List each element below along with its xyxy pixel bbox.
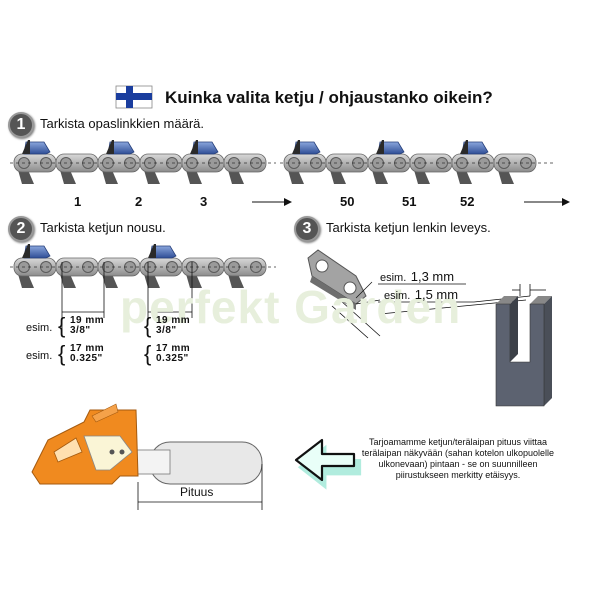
step-text-3: Tarkista ketjun lenkin leveys. <box>326 220 491 235</box>
arrow-right-icon <box>252 198 292 206</box>
pitch-mm-value: 17 mm <box>156 343 191 354</box>
brace-icon: { <box>144 341 152 366</box>
pitch-inch-value: 0.325" <box>70 353 103 364</box>
bar-length-note: Tarjoamamme ketjun/terälaipan pituus vii… <box>361 437 555 480</box>
arrow-left-icon <box>294 438 362 490</box>
pitch-mm-value: 17 mm <box>70 343 105 354</box>
pitch-value-group: 17 mm 0.325" <box>70 344 104 364</box>
link-count-label: 52 <box>460 194 475 209</box>
pitch-value-group: 19 mm 3/8" <box>156 316 190 336</box>
finland-flag-icon <box>115 85 153 109</box>
pitch-inch-value: 0.325" <box>156 353 189 364</box>
gauge-label-a: esim. 1,3 mm <box>380 268 454 286</box>
link-count-label: 3 <box>200 194 208 209</box>
step-number-3: 3 <box>294 216 320 242</box>
arrow-right-icon <box>524 198 570 206</box>
gauge-value: 1,3 mm <box>410 269 455 284</box>
pitch-measure-lines <box>61 262 193 336</box>
gauge-label-b: esim. 1,5 mm <box>384 286 458 304</box>
brace-icon: { <box>144 313 152 338</box>
link-count-label: 51 <box>402 194 417 209</box>
link-count-label: 50 <box>340 194 355 209</box>
step-text-1: Tarkista opaslinkkien määrä. <box>40 116 205 131</box>
brace-icon: { <box>58 313 66 338</box>
chainsaw-icon <box>31 403 263 510</box>
chain-row-right <box>280 139 554 185</box>
step-text-2: Tarkista ketjun nousu. <box>40 220 166 235</box>
bar-groove-block <box>495 284 552 407</box>
watermark: perfekt Garden <box>120 281 462 333</box>
step-number-1: 1 <box>8 112 34 138</box>
pitch-example-label: esim. <box>26 350 53 362</box>
gauge-example-label: esim. <box>380 272 407 284</box>
pitch-example-label: esim. <box>26 322 53 334</box>
step-number-2: 2 <box>8 216 34 242</box>
pitch-mm-value: 19 mm <box>70 315 105 326</box>
link-count-label: 2 <box>135 194 143 209</box>
pitch-value-group: 19 mm 3/8" <box>70 316 104 336</box>
page-title: Kuinka valita ketju / ohjaustanko oikein… <box>165 88 493 107</box>
chain-row-left <box>10 139 276 185</box>
pitch-mm-value: 19 mm <box>156 315 191 326</box>
gauge-example-label: esim. <box>384 290 411 302</box>
chain-pitch <box>10 243 276 289</box>
link-count-label: 1 <box>74 194 82 209</box>
pitch-value-group: 17 mm 0.325" <box>156 344 190 364</box>
gauge-value: 1,5 mm <box>414 287 459 302</box>
pitch-inch-value: 3/8" <box>70 325 91 336</box>
pitch-inch-value: 3/8" <box>156 325 177 336</box>
chain-link-plate-icon <box>307 249 381 339</box>
bar-length-label: Pituus <box>180 485 214 499</box>
brace-icon: { <box>58 341 66 366</box>
